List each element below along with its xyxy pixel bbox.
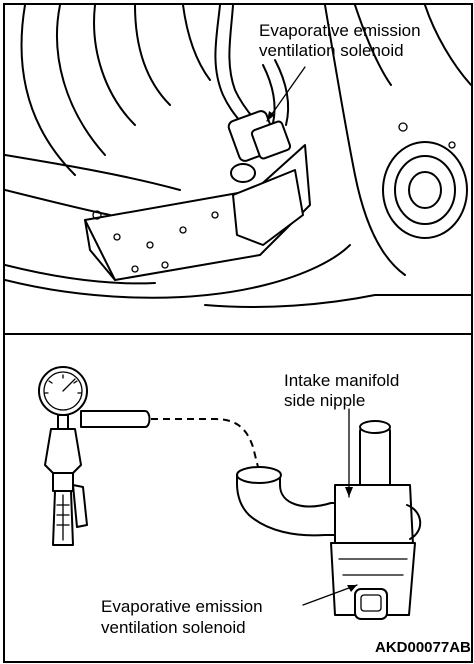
solenoid-body [334,484,414,546]
electrical-connector [354,588,388,620]
gauge-dial [43,371,83,411]
bottom-callout-line1: Evaporative emission [101,597,263,616]
nipple-leader-arrowhead [345,487,353,497]
lower-edge-line-2 [5,189,111,216]
pump-lever [72,484,88,528]
bolt-hole [113,233,121,241]
bracket-fold [84,219,116,281]
hose-left-inner [228,5,256,121]
gauge-ticks [44,374,82,394]
nipple-tip [359,420,391,434]
gauge-needle [62,378,76,392]
bottom-leader-line [302,584,358,606]
hose-right [262,64,276,124]
solenoid-side-port [406,504,422,540]
top-leader-arrowhead [267,111,275,121]
installation-drawing [5,5,471,308]
gauge-stem [57,414,69,430]
bolt-hole [211,211,219,219]
solenoid-nipple-top [230,163,256,183]
bottom-callout-line2: ventilation solenoid [101,618,246,637]
pump-outlet-hose [80,410,151,428]
housing-arc-mid [56,5,106,156]
bolt-hole [179,226,187,234]
housing-edge [182,5,211,81]
floor-curve-2 [5,264,156,285]
panel-lower-edge [204,294,471,308]
nipple-callout-line2: side nipple [284,391,366,410]
top-leader-line [266,66,306,122]
figure-code: AKD00077AB [375,639,471,656]
bolt-hole [398,122,408,132]
bolt-hole [161,261,169,269]
figure-frame: Evaporative emission ventilation solenoi… [3,3,473,663]
vacuum-test-drawing [38,366,422,620]
hose-right-inner [274,59,290,126]
top-callout-line2: ventilation solenoid [259,41,404,60]
top-callout-line1: Evaporative emission [259,21,421,40]
vacuum-hose-dashed [151,418,260,472]
vacuum-test-view: Intake manifold side nipple Evaporative … [5,335,471,661]
housing-arc-outer [20,5,76,176]
fender-edge [424,5,471,86]
intake-manifold-nipple [359,426,391,494]
solenoid-connector-top [250,120,292,160]
panel-divider [5,333,471,335]
housing-ribs [338,558,408,576]
hose-left [214,5,244,126]
pump-neck [52,472,74,492]
nipple-callout-line1: Intake manifold [284,371,400,390]
bracket-tab [232,169,304,246]
bottom-leader-arrowhead [347,585,357,592]
floor-curve [5,244,351,299]
connector-socket [360,594,382,612]
lower-edge-line [5,154,181,191]
housing-arc-core [134,5,171,106]
hose-end [236,466,282,484]
bolt-hole [448,141,456,149]
bolt-hole [131,265,139,273]
vacuum-pump-head [44,428,82,474]
housing-arc-inner [93,5,136,126]
mount-inner [408,171,442,209]
strut-tower-edge [324,5,406,276]
bolt-hole [146,241,154,249]
solenoid-coil-housing [330,542,416,616]
installation-view: Evaporative emission ventilation solenoi… [5,5,471,333]
mount-mid [394,155,456,225]
bolt-hole [92,210,102,220]
mount-outer [382,141,468,239]
strut-tower-edge-2 [354,5,392,86]
pump-grip-lines [56,494,70,541]
